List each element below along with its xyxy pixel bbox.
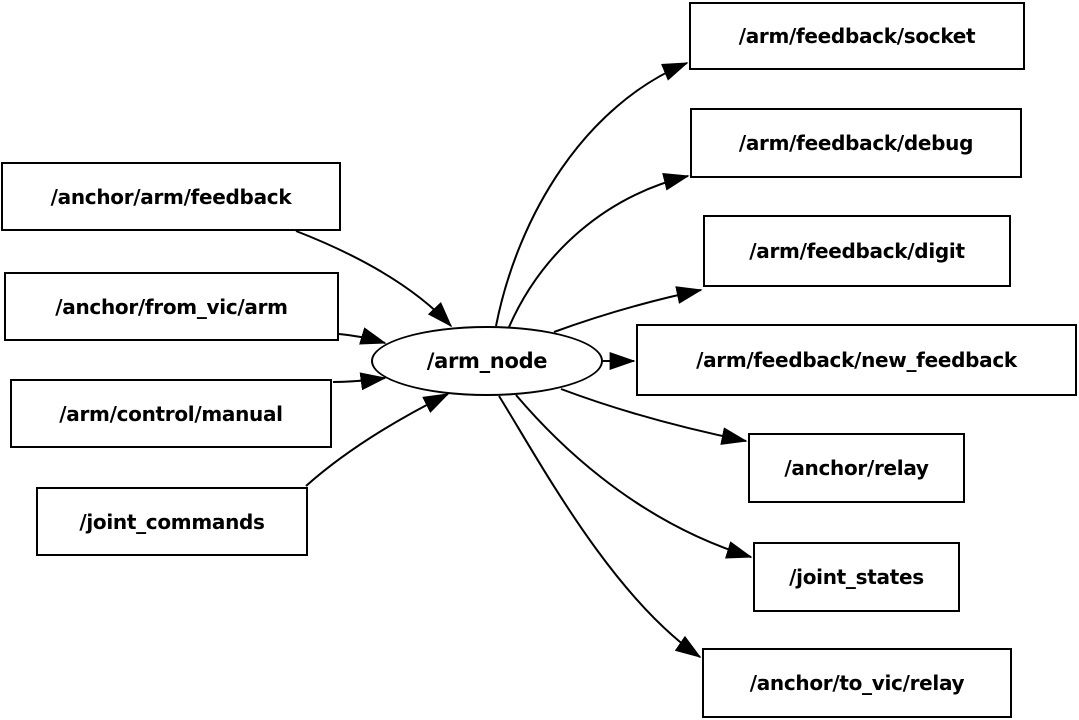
edge-arm-node-to-arm-feedback-debug — [508, 173, 690, 328]
topic-arm-feedback-digit: /arm/feedback/digit — [703, 215, 1011, 287]
topic-anchor-from-vic-arm: /anchor/from_vic/arm — [4, 272, 339, 341]
topic-label: /joint_states — [789, 565, 924, 589]
topic-joint-commands: /joint_commands — [36, 487, 308, 556]
topic-label: /joint_commands — [79, 509, 265, 534]
edge-arm-node-to-joint-states — [515, 394, 753, 559]
topic-label: /anchor/relay — [784, 456, 929, 480]
topic-label: /arm/feedback/digit — [749, 239, 965, 263]
node-arm-node: /arm_node — [371, 326, 603, 396]
topic-label: /anchor/to_vic/relay — [749, 671, 965, 695]
edge-arm-control-manual-to-arm-node — [332, 372, 387, 391]
edge-arm-node-to-arm-feedback-socket — [495, 62, 689, 327]
topic-label: /arm/control/manual — [59, 401, 283, 426]
edge-arm-node-to-anchor-relay — [560, 388, 748, 445]
topic-label: /anchor/from_vic/arm — [55, 294, 288, 319]
topic-anchor-relay: /anchor/relay — [748, 433, 965, 503]
topic-anchor-to-vic-relay: /anchor/to_vic/relay — [702, 648, 1012, 718]
edge-arm-node-to-anchor-to-vic-relay — [498, 395, 702, 658]
topic-arm-control-manual: /arm/control/manual — [10, 379, 332, 448]
topic-anchor-arm-feedback: /anchor/arm/feedback — [1, 162, 341, 231]
topic-label: /arm/feedback/debug — [738, 131, 974, 155]
topic-arm-feedback-new-feedback: /arm/feedback/new_feedback — [636, 324, 1077, 396]
topic-arm-feedback-socket: /arm/feedback/socket — [689, 2, 1025, 70]
node-label: /arm_node — [426, 349, 548, 373]
topic-joint-states: /joint_states — [753, 542, 960, 612]
topic-label: /arm/feedback/socket — [738, 24, 976, 48]
topic-label: /arm/feedback/new_feedback — [696, 348, 1017, 372]
topic-label: /anchor/arm/feedback — [50, 184, 292, 209]
edge-anchor-from-vic-arm-to-arm-node — [338, 327, 387, 345]
topic-arm-feedback-debug: /arm/feedback/debug — [690, 108, 1022, 178]
